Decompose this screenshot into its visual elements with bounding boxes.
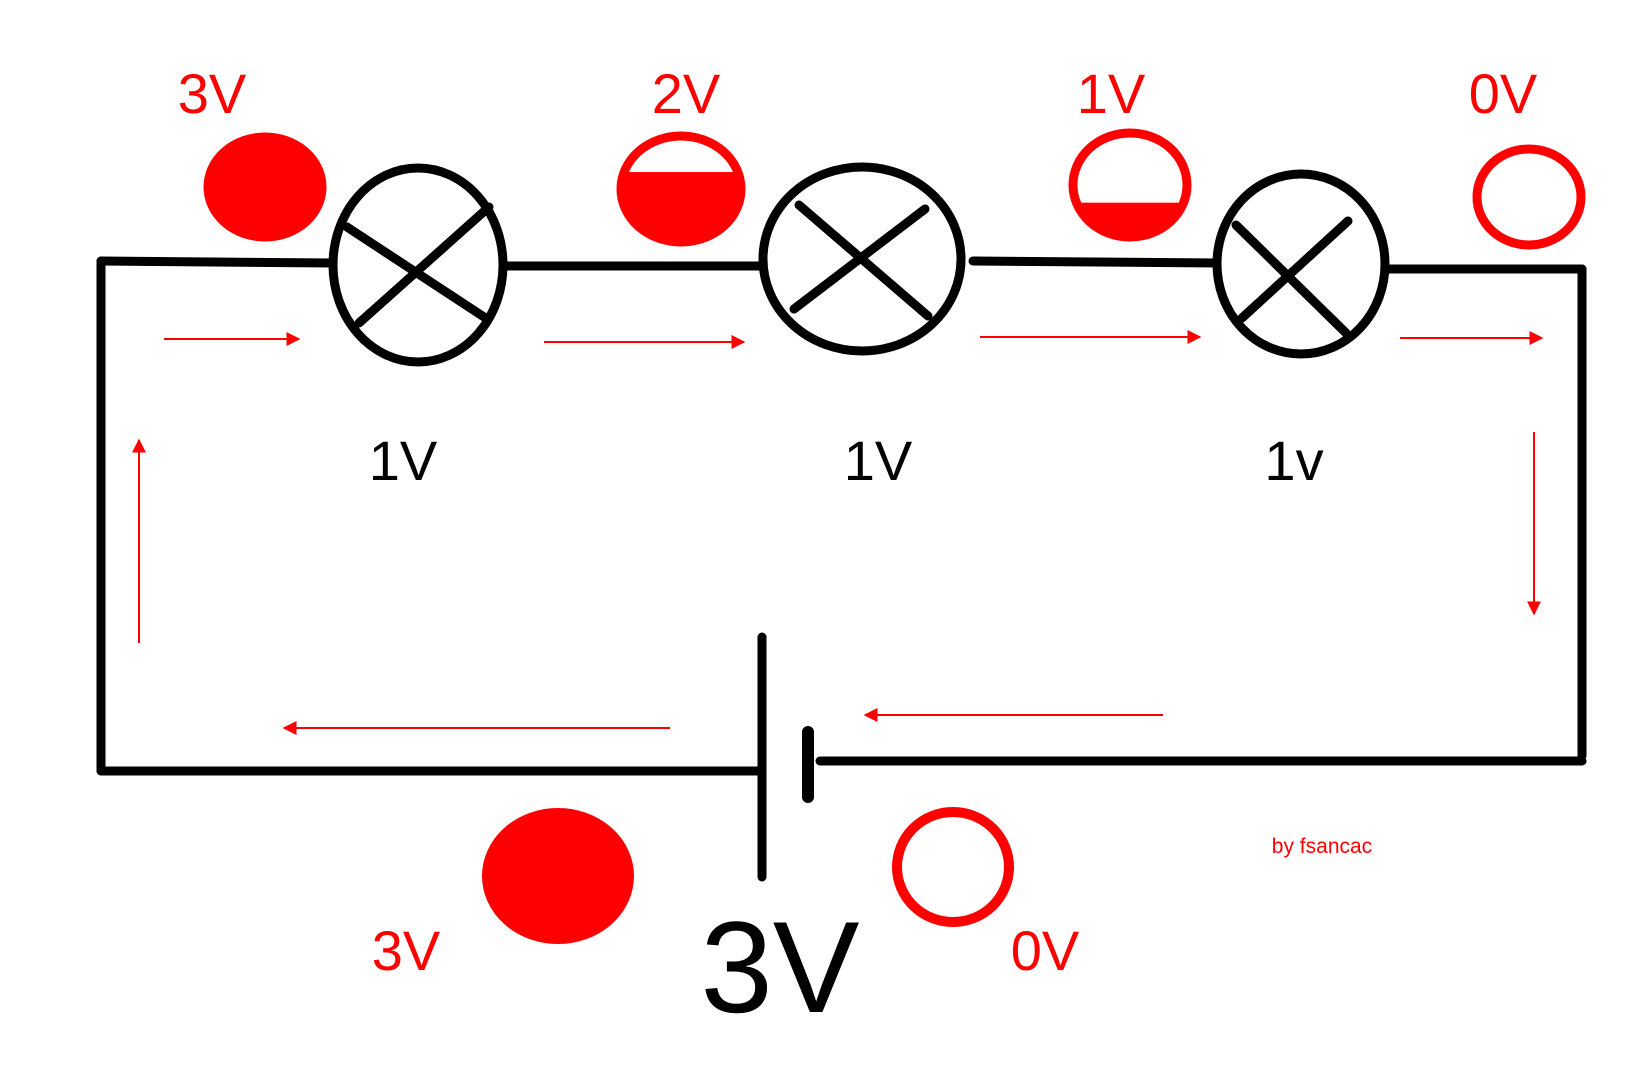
battery-emf-label: 3V [700,894,859,1040]
wire-lamp2-lamp3 [968,256,1222,268]
potential-label: 3V [178,62,247,125]
lamp-3-body [1212,169,1390,359]
battery-positive-potential-indicator [482,808,634,944]
lamp-1 [328,163,508,367]
potential-label: 2V [652,62,721,125]
lamp-2 [758,162,966,356]
battery-positive-terminal-label: 3V [372,919,441,982]
lamp-voltage-drop-label: 1V [369,429,438,492]
credit-text: by fsancac [1272,835,1372,858]
potential-indicators [203,128,1586,944]
battery [757,632,814,882]
lamp-voltage-drop-label: 1V [844,429,913,492]
potential-indicator-1v [1068,128,1192,242]
potential-label: 0V [1469,62,1538,125]
potential-indicator-3v [203,132,327,242]
lamp-1-cross-b [354,202,494,328]
wire-top-left [96,256,338,268]
current-arrows [132,330,1544,735]
wires [96,256,1587,776]
battery-negative-terminal-label: 0V [1011,919,1080,982]
labels: 3V 2V 1V 0V 1V 1V 1v 3V 3V 0V by fsancac [178,62,1538,1040]
lamp-2-body [758,162,966,356]
lamp-1-body [328,163,508,367]
potential-indicator-0v [1472,144,1586,250]
lamp-3-cross-b [1237,216,1353,323]
potential-indicator-2v [616,131,746,247]
lamp-voltage-drop-label: 1v [1264,429,1323,492]
lamp-3 [1212,169,1390,359]
battery-negative-potential-indicator [892,807,1014,927]
lamp-2-cross-b [789,204,930,314]
potential-label: 1V [1077,62,1146,125]
